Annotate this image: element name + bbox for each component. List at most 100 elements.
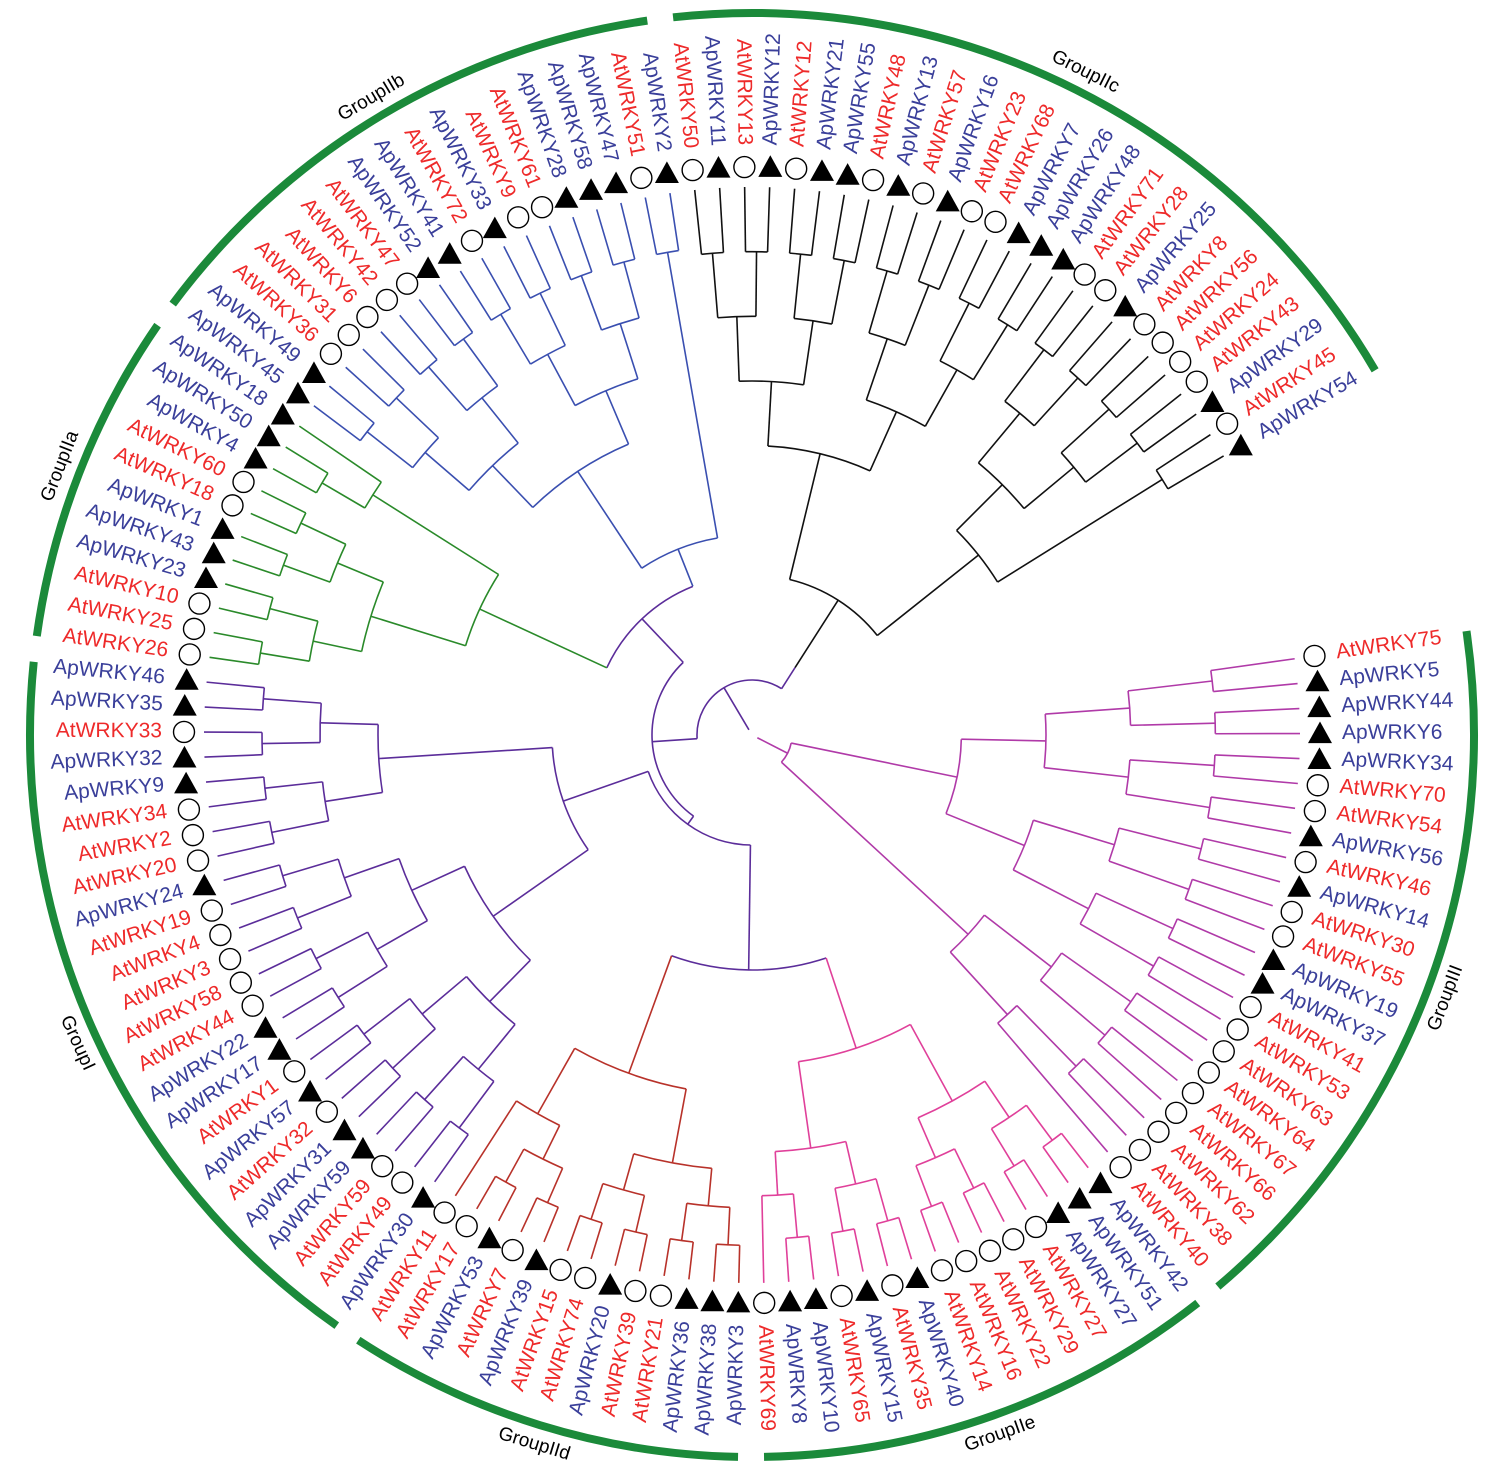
backbone-line — [628, 955, 673, 1074]
branch-line — [491, 465, 534, 508]
branch-line — [298, 425, 382, 483]
branch-line — [260, 652, 310, 663]
branch-line — [372, 494, 499, 576]
branch-arc — [337, 858, 352, 897]
branch-arc — [315, 472, 329, 494]
circle-marker-icon — [1215, 412, 1239, 435]
branch-line — [392, 1028, 436, 1069]
branch-arc — [464, 574, 500, 646]
circle-marker-icon — [1226, 1018, 1249, 1041]
triangle-marker-icon — [778, 1289, 803, 1312]
branch-line — [1045, 707, 1130, 715]
branch-line — [546, 354, 576, 406]
leaf-label: ApWRKY34 — [1341, 748, 1454, 776]
branch-arc — [364, 481, 382, 509]
branch-arc — [536, 1197, 559, 1208]
triangle-marker-icon — [1029, 234, 1054, 256]
branch-line — [1042, 1146, 1069, 1184]
branch-line — [984, 1080, 1010, 1118]
branch-arc — [579, 1214, 603, 1224]
branch-line — [262, 741, 321, 745]
circle-marker-icon — [1239, 995, 1262, 1019]
branch-arc — [398, 858, 429, 922]
branch-line — [413, 1120, 451, 1168]
backbone-arc — [606, 585, 694, 669]
branch-arc — [775, 1140, 847, 1153]
branch-line — [205, 776, 264, 783]
circle-marker-icon — [178, 643, 201, 666]
branch-arc — [574, 378, 639, 407]
branch-line — [1210, 657, 1295, 672]
branch-arc — [1034, 342, 1054, 358]
circle-marker-icon — [172, 720, 196, 744]
branch-line — [282, 987, 333, 1019]
branch-line — [542, 1125, 561, 1160]
backbone-line — [562, 777, 630, 802]
circle-marker-icon — [1073, 263, 1096, 286]
circle-marker-icon — [1294, 850, 1317, 874]
branch-line — [225, 583, 274, 599]
triangle-marker-icon — [579, 178, 604, 200]
branch-line — [919, 1210, 937, 1252]
branch-line — [1025, 1104, 1053, 1141]
branch-arc — [939, 360, 974, 381]
branch-line — [990, 1128, 1015, 1167]
branch-line — [543, 1206, 560, 1243]
branch-arc — [602, 1182, 645, 1197]
branch-line — [1079, 923, 1154, 967]
branch-arc — [523, 1148, 563, 1169]
branch-line — [209, 656, 259, 666]
branch-line — [263, 698, 322, 704]
branch-line — [755, 251, 758, 317]
branch-line — [958, 239, 988, 299]
branch-line — [204, 706, 263, 711]
branch-line — [1067, 1072, 1127, 1136]
branch-line — [297, 895, 352, 919]
triangle-marker-icon — [1067, 1186, 1092, 1209]
leaf-label: ApWRKY5 — [1338, 658, 1440, 690]
branch-arc — [701, 251, 724, 256]
branch-line — [941, 1201, 960, 1243]
circle-marker-icon — [1094, 279, 1117, 302]
branch-line — [711, 253, 719, 318]
branch-line — [869, 411, 898, 472]
group-ring-arc-iie — [763, 1299, 1201, 1461]
circle-marker-icon — [1306, 774, 1329, 797]
branch-arc — [962, 1182, 985, 1194]
branch-line — [875, 205, 894, 269]
backbone-arc — [651, 661, 695, 817]
branch-arc — [466, 385, 499, 412]
branch-line — [1012, 869, 1089, 910]
branch-line — [972, 324, 1009, 381]
branch-line — [1203, 837, 1287, 859]
branch-line — [1108, 860, 1190, 891]
branch-line — [917, 220, 942, 282]
branch-arc — [490, 307, 511, 321]
branch-arc — [292, 907, 303, 929]
branch-arc — [1213, 712, 1217, 734]
triangle-marker-icon — [477, 1226, 502, 1249]
backbone-arc — [671, 955, 827, 971]
branch-arc — [1155, 469, 1169, 490]
branch-line — [282, 858, 339, 877]
branch-line — [1155, 434, 1211, 471]
branch-line — [635, 1195, 646, 1233]
backbone-line — [652, 737, 698, 743]
leaf-label: ApWRKY12 — [759, 33, 786, 146]
branch-line — [663, 1238, 671, 1277]
branch-line — [644, 197, 658, 255]
branch-line — [1184, 898, 1265, 931]
branch-arc — [454, 331, 474, 347]
leaf-label: AtWRKY33 — [56, 719, 162, 743]
circle-marker-icon — [1002, 1228, 1025, 1251]
branch-line — [1003, 1171, 1027, 1210]
branch-line — [1176, 918, 1256, 954]
branch-line — [380, 331, 421, 375]
branch-line — [693, 189, 703, 255]
branch-arc — [945, 739, 963, 814]
branch-line — [638, 1234, 649, 1272]
leaf-label: ApWRKY8 — [781, 1323, 811, 1425]
branch-line — [271, 820, 329, 834]
branch-line — [285, 446, 329, 474]
branch-line — [802, 320, 814, 385]
